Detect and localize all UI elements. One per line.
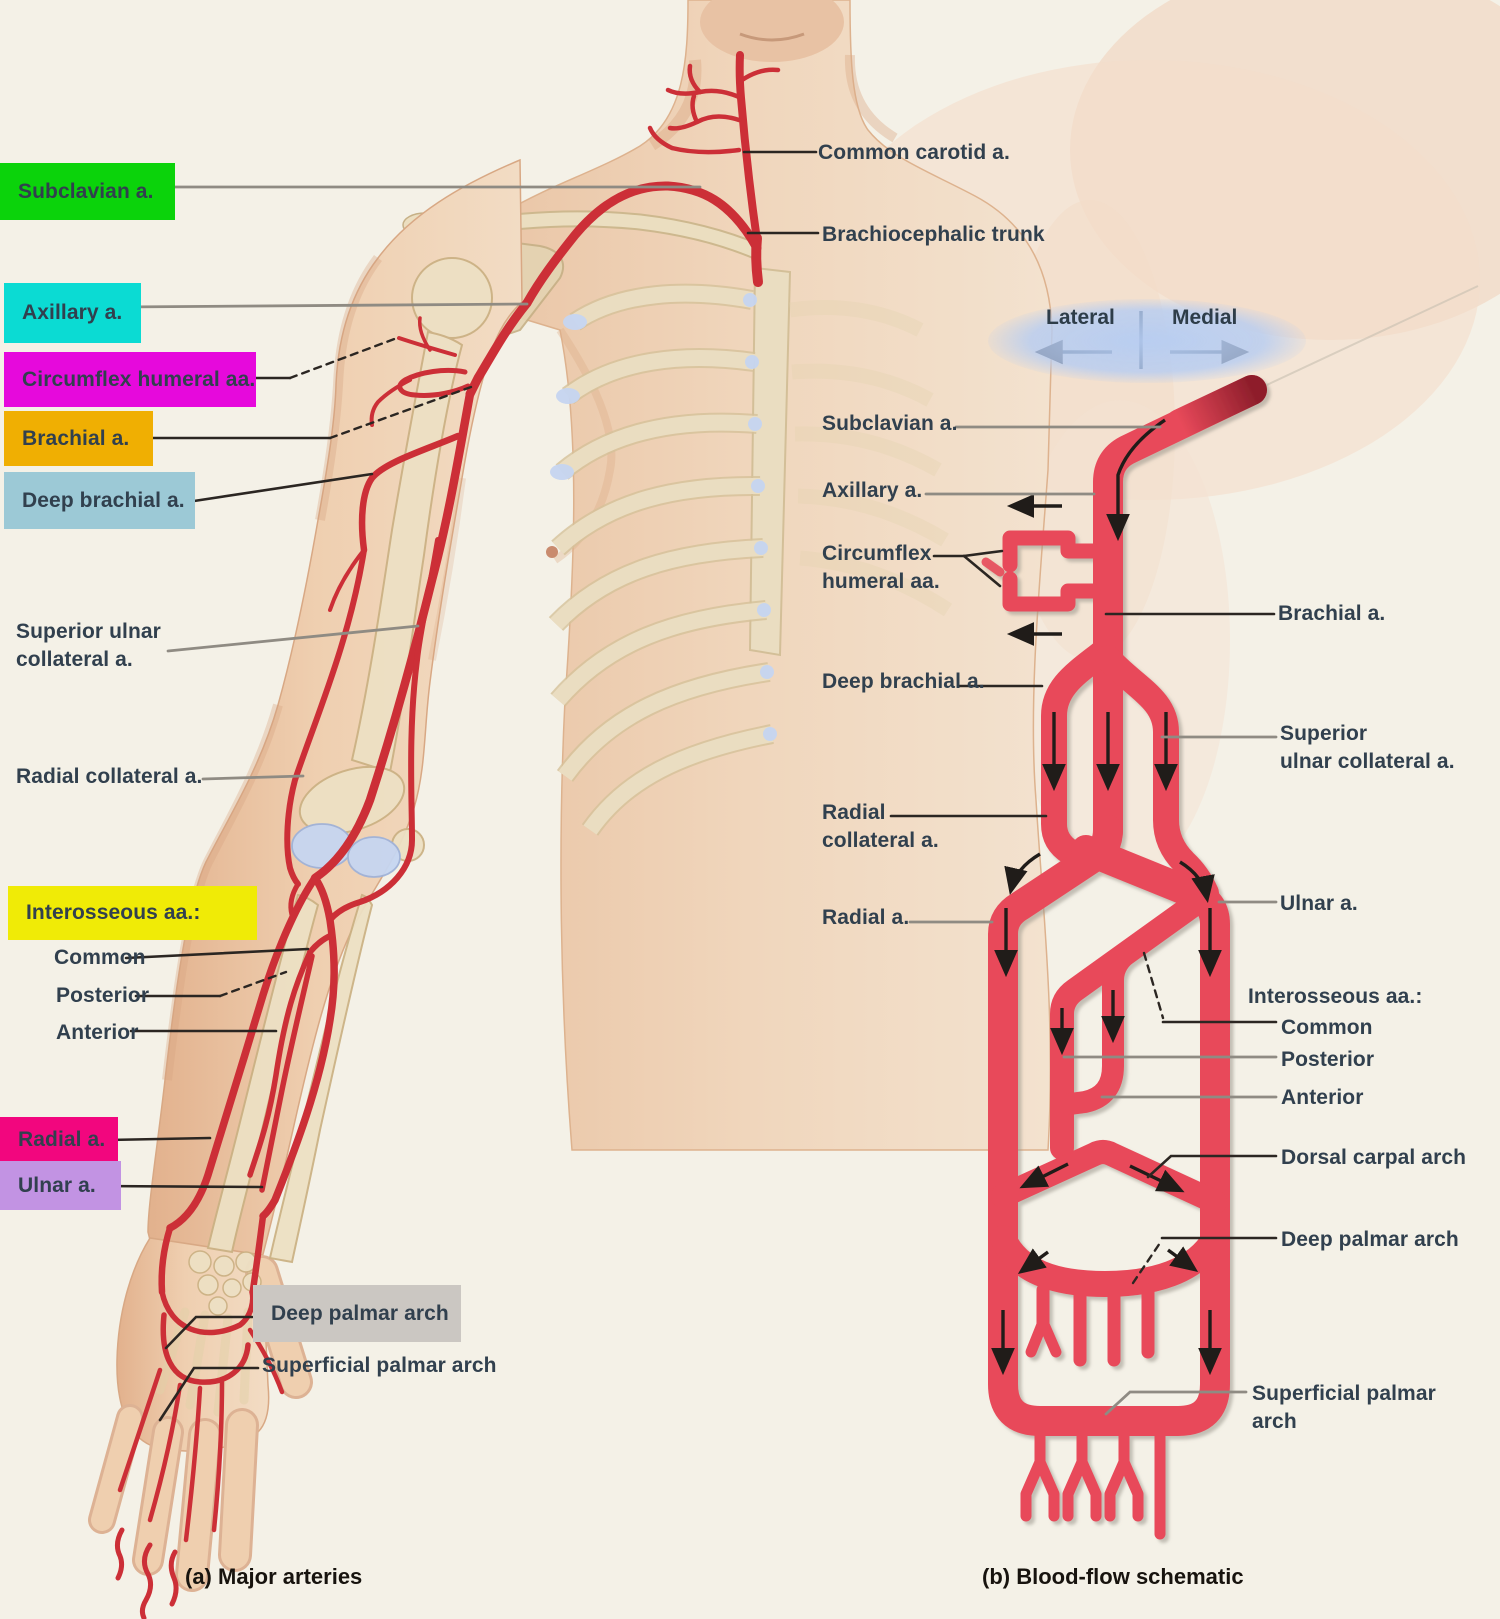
body-illustration (402, 0, 1053, 1151)
sternum (748, 266, 792, 657)
carotid-branches (647, 63, 781, 155)
label-brachial-a: Brachial a. (4, 411, 153, 466)
label-interosseous-common: Common (54, 946, 146, 969)
label-b-interosseous: Interosseous aa.: (1248, 985, 1423, 1008)
label-b-axillary: Axillary a. (822, 479, 923, 502)
nipple (546, 546, 558, 558)
arm-shading (162, 254, 466, 1081)
costal-cartilage (550, 293, 777, 741)
schematic-metacarpal-branches (1036, 1283, 1155, 1367)
label-superior-ulnar-collateral: Superior ulnar collateral a. (16, 620, 161, 671)
label-radial-a: Radial a. (0, 1117, 118, 1162)
common-carotid-artery (735, 51, 761, 244)
label-b-radial-collateral: Radial collateral a. (822, 801, 939, 852)
label-b-circumflex: Circumflex humeral aa. (822, 542, 940, 593)
digital-arteries (117, 1327, 285, 1543)
schematic-digital-branches (1020, 1426, 1166, 1540)
superficial-palmar-arch-artery (160, 1312, 251, 1385)
label-deep-palmar-arch: Deep palmar arch (253, 1285, 461, 1342)
circumflex-humeral-arteries (369, 316, 471, 427)
schematic-circumflex-loop (1002, 530, 1101, 612)
neck-shade-right (844, 54, 898, 143)
deep-palmar-arch-artery (159, 1289, 256, 1336)
label-b-superficial-palmar-arch: Superficial palmar arch (1252, 1382, 1436, 1433)
label-b-ulnar: Ulnar a. (1280, 892, 1358, 915)
posterior-interosseous-artery (247, 949, 313, 1178)
label-b-deep-brachial: Deep brachial a. (822, 670, 985, 693)
neck-shade-left (648, 59, 702, 151)
chin (700, 0, 844, 62)
label-b-deep-palmar-arch: Deep palmar arch (1281, 1228, 1459, 1251)
label-interosseous-posterior: Posterior (56, 984, 150, 1007)
anterior-interosseous-artery (259, 953, 315, 1193)
ribs-right-faint (788, 300, 953, 617)
axillary-artery (465, 298, 532, 399)
arteries-painting (114, 51, 781, 1619)
label-axillary-a: Axillary a. (4, 283, 141, 343)
deep-brachial-twig (328, 548, 366, 612)
radial-artery (166, 874, 319, 1232)
compass-medial-label: Medial (1172, 306, 1238, 329)
schematic-anterior-interosseous (1059, 940, 1141, 1115)
label-b-interosseous-anterior: Anterior (1281, 1086, 1364, 1109)
label-interosseous-anterior: Anterior (56, 1021, 139, 1044)
radius-bone (206, 893, 320, 1254)
superior-ulnar-collateral-artery (327, 537, 441, 923)
label-radial-collateral: Radial collateral a. (16, 765, 203, 788)
orientation-compass (988, 299, 1306, 383)
schematic-subclavian-entry (1165, 375, 1267, 439)
compass-lateral-label: Lateral (1046, 306, 1115, 329)
label-common-carotid: Common carotid a. (818, 141, 1010, 164)
schematic-circumflex-fragment (981, 557, 1005, 577)
schematic-trunk (1093, 375, 1267, 847)
elbow-joint-trochlea (347, 836, 401, 878)
fingertip-vessels (114, 1527, 179, 1619)
label-interosseous-aa: Interosseous aa.: (8, 886, 257, 940)
schematic-radial-ulnar-loop (988, 815, 1230, 1436)
schematic-dorsal-carpal-arch (991, 1140, 1227, 1214)
arm-outline-hint (1255, 285, 1479, 391)
label-b-interosseous-posterior: Posterior (1281, 1048, 1375, 1071)
subclavian-artery (522, 181, 762, 308)
label-circumflex-humeral: Circumflex humeral aa. (4, 352, 256, 407)
deep-brachial-artery (358, 432, 462, 554)
label-b-interosseous-common: Common (1281, 1016, 1373, 1039)
label-ulnar-a: Ulnar a. (0, 1161, 121, 1210)
label-deep-brachial-a: Deep brachial a. (4, 472, 195, 529)
brachial-artery (310, 389, 475, 883)
label-b-radial: Radial a. (822, 906, 910, 929)
schematic-metacarpal-fork (1025, 1316, 1062, 1358)
label-brachiocephalic-trunk: Brachiocephalic trunk (822, 223, 1045, 246)
ulnar-artery (259, 874, 338, 1220)
arm-bones (155, 257, 493, 1417)
caption-panel-a: (a) Major arteries (185, 1564, 363, 1589)
caption-panel-b: (b) Blood-flow schematic (982, 1564, 1244, 1589)
humeral-head (411, 257, 493, 339)
label-subclavian-a: Subclavian a. (0, 163, 175, 220)
label-b-subclavian: Subclavian a. (822, 412, 958, 435)
label-b-brachial: Brachial a. (1278, 602, 1386, 625)
label-superficial-palmar-arch: Superficial palmar arch (262, 1354, 497, 1377)
label-b-superior-ulnar-collateral: Superior ulnar collateral a. (1280, 722, 1455, 773)
mouth-line (739, 32, 805, 42)
radial-collateral-artery (284, 547, 367, 887)
rib-cage (548, 266, 953, 836)
arm (88, 158, 523, 1592)
leader-lines (96, 150, 1278, 1422)
label-b-dorsal-carpal-arch: Dorsal carpal arch (1281, 1146, 1467, 1169)
